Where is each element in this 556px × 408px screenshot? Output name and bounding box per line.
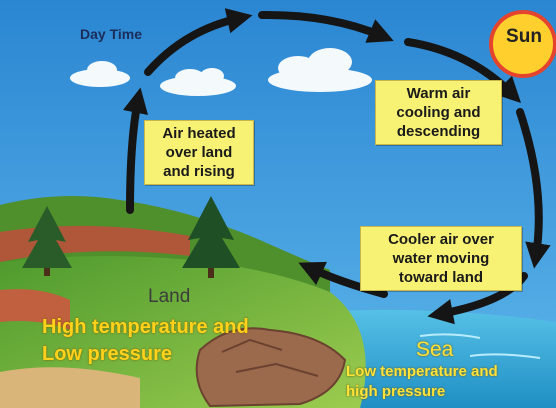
box-line: cooling and	[396, 104, 481, 121]
box-line: over land	[165, 144, 233, 161]
air-cooling-box: Warm air cooling and descending	[375, 80, 502, 145]
cloud-icon	[70, 61, 130, 87]
cloud-icon	[268, 48, 372, 92]
sun-icon	[489, 10, 556, 78]
box-line: and rising	[163, 163, 235, 180]
tree-icon	[22, 206, 72, 276]
sea-description: Low temperature and high pressure	[346, 362, 498, 402]
box-line: water moving	[392, 250, 490, 267]
sea-label: Sea	[416, 338, 454, 361]
red-field	[0, 289, 70, 330]
tree-icon	[182, 196, 240, 278]
sea-desc-line: high pressure	[346, 383, 446, 400]
box-line: descending	[396, 123, 481, 140]
sandy-ground	[0, 367, 140, 408]
air-moving-box: Cooler air over water moving toward land	[360, 226, 522, 291]
cloud-icon	[160, 68, 236, 96]
sea-desc-line: Low temperature and	[346, 363, 498, 380]
air-rising-box: Air heated over land and rising	[144, 120, 254, 185]
land-label: Land	[148, 286, 191, 307]
sun-label: Sun	[506, 26, 542, 47]
day-time-label: Day Time	[80, 26, 142, 42]
box-line: Cooler air over	[388, 231, 494, 248]
box-line: Warm air	[406, 85, 471, 102]
land-description: High temperature and Low pressure	[42, 314, 249, 368]
land-desc-line: Low pressure	[42, 343, 173, 365]
box-line: toward land	[398, 269, 484, 286]
box-line: Air heated	[162, 125, 236, 142]
land-desc-line: High temperature and	[42, 316, 249, 338]
